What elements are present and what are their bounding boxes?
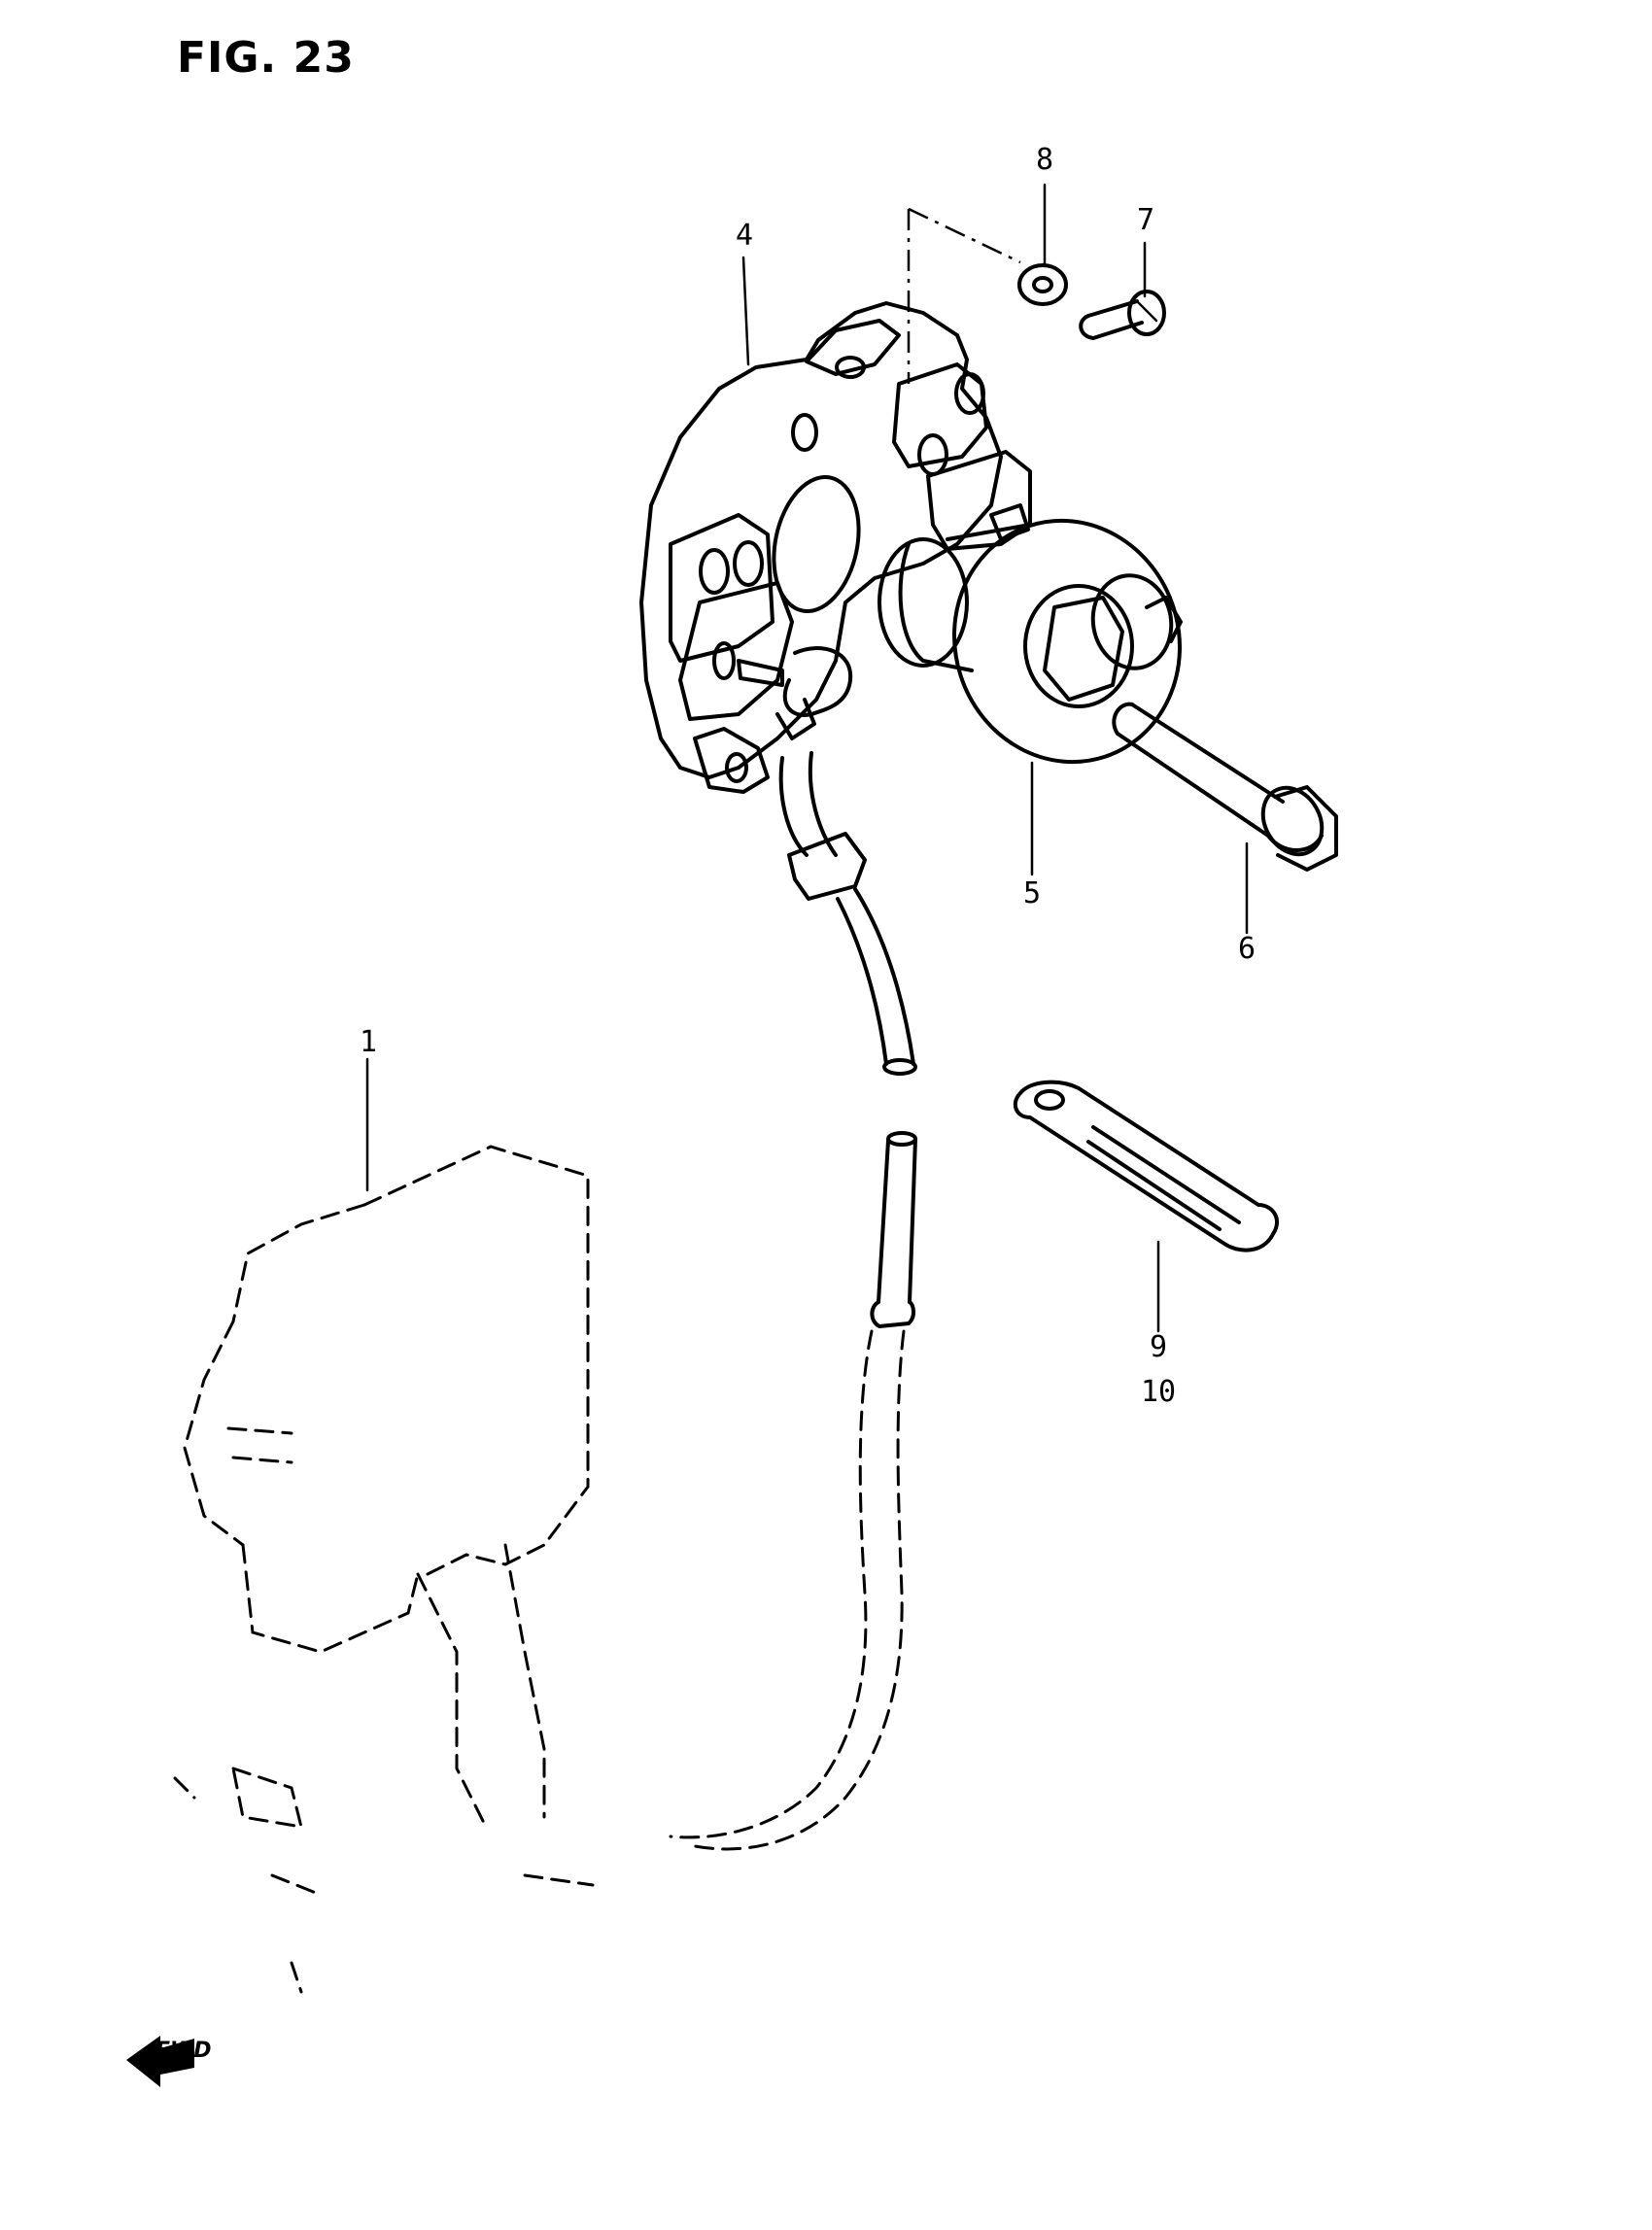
assembly-line-8b bbox=[908, 207, 1021, 264]
mounting-plate-part-4 bbox=[639, 301, 1003, 794]
leader-4 bbox=[741, 256, 750, 366]
contact-breaker-right bbox=[892, 362, 1032, 551]
bolt-part-6 bbox=[1112, 702, 1338, 872]
callout-4: 4 bbox=[736, 219, 754, 253]
figure-title: FIG. 23 bbox=[177, 33, 355, 83]
clamp-part-9-10 bbox=[1013, 1080, 1279, 1252]
callout-9: 9 bbox=[1150, 1330, 1168, 1364]
fwd-arrow-icon bbox=[126, 2036, 194, 2087]
callout-8: 8 bbox=[1036, 143, 1054, 177]
fwd-label: FWD bbox=[155, 2039, 212, 2063]
callout-6: 6 bbox=[1238, 932, 1256, 966]
rotor-part-5 bbox=[878, 518, 1183, 765]
ignition-unit-part-1 bbox=[173, 1145, 595, 1994]
callout-1: 1 bbox=[360, 1025, 378, 1059]
screw-part-7 bbox=[1079, 290, 1166, 340]
washer-part-8 bbox=[1017, 263, 1068, 306]
callout-10: 10 bbox=[1141, 1375, 1177, 1409]
callout-7: 7 bbox=[1137, 203, 1155, 237]
leader-lines bbox=[365, 183, 1249, 1333]
contact-breaker-left bbox=[669, 513, 794, 721]
callout-5: 5 bbox=[1023, 876, 1042, 910]
lead-wire bbox=[669, 646, 917, 1851]
